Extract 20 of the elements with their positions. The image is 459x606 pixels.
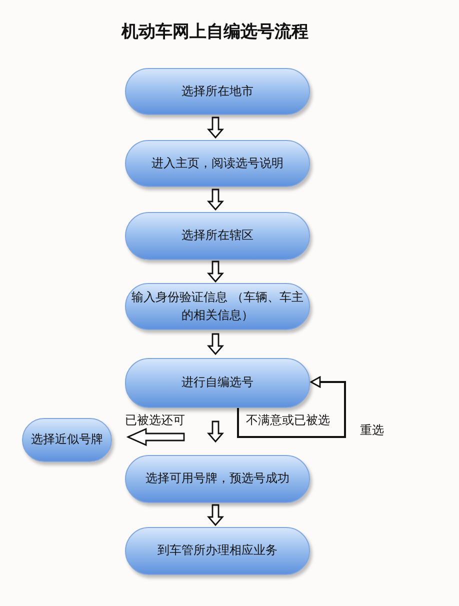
process-pill: 进行自编选号: [125, 358, 310, 408]
block-arrow: [206, 420, 224, 443]
process-pill: 选择可用号牌，预选号成功: [125, 455, 310, 503]
block-arrow: [206, 333, 224, 356]
process-pill: 选择所在地市: [125, 68, 310, 115]
edge-label: 不满意或已被选: [246, 412, 330, 429]
block-arrow: [206, 260, 224, 283]
block-arrow: [206, 188, 224, 211]
block-arrow: [206, 504, 224, 526]
block-arrow: [206, 116, 224, 139]
diagram-title: 机动车网上自编选号流程: [120, 21, 310, 44]
block-arrow: [126, 428, 185, 446]
process-pill: 输入身份验证信息 （车辆、车主的相关信息）: [125, 283, 310, 330]
process-pill: 到车管所办理相应业务: [125, 527, 310, 575]
process-pill: 选择近似号牌: [22, 418, 112, 462]
note-label: 重选: [360, 422, 384, 439]
loop-arrow: [237, 376, 346, 438]
process-pill: 进入主页，阅读选号说明: [125, 140, 310, 187]
process-pill: 选择所在辖区: [125, 212, 310, 260]
edge-label: 已被选还可: [125, 412, 185, 429]
